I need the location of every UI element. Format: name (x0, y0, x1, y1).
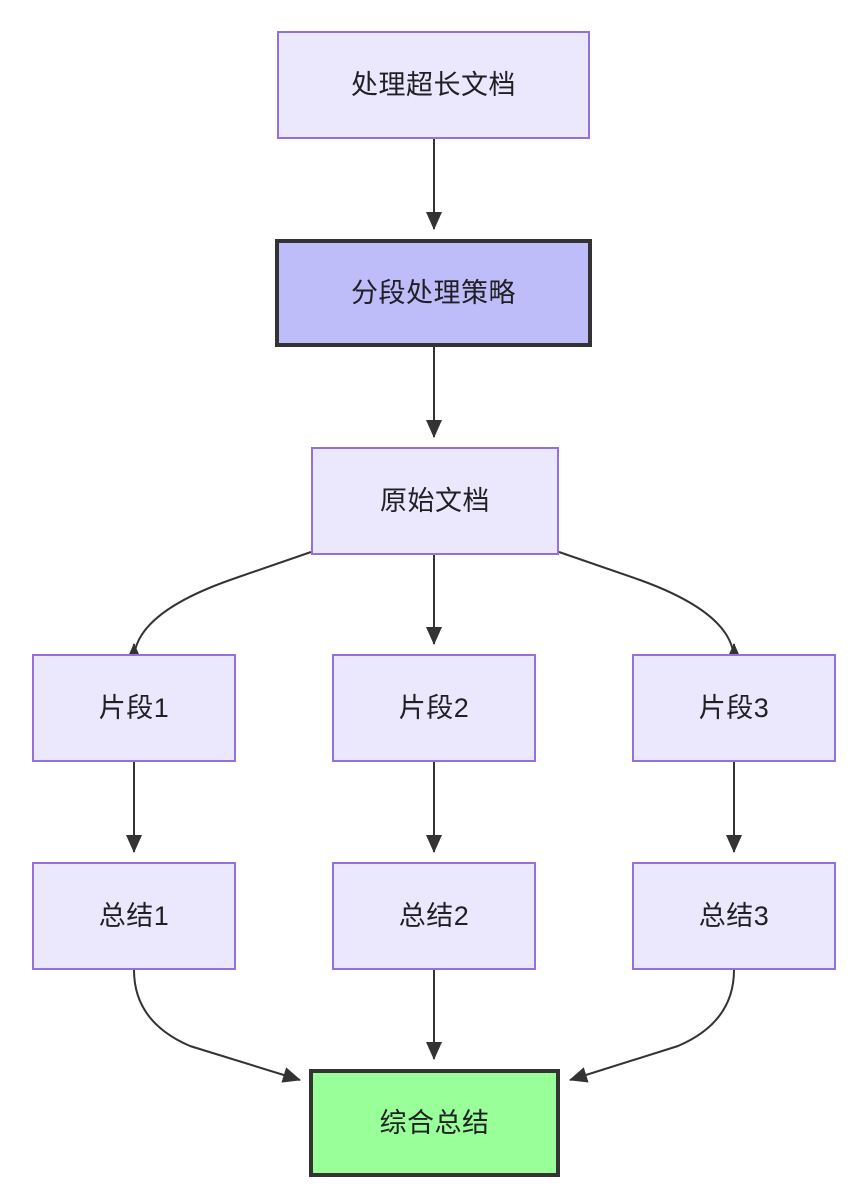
node-chunk-3[interactable]: 片段3 (632, 654, 836, 762)
node-label: 片段2 (398, 692, 470, 723)
node-label: 综合总结 (379, 1107, 490, 1138)
node-chunk-1[interactable]: 片段1 (32, 654, 236, 762)
node-label: 片段1 (98, 692, 170, 723)
node-label: 总结2 (398, 900, 470, 931)
node-chunk-2[interactable]: 片段2 (332, 654, 536, 762)
node-label: 处理超长文档 (351, 69, 516, 100)
node-summary-2[interactable]: 总结2 (332, 862, 536, 970)
node-final-summary[interactable]: 综合总结 (309, 1069, 560, 1177)
node-summary-1[interactable]: 总结1 (32, 862, 236, 970)
node-label: 总结1 (98, 900, 170, 931)
node-label: 片段3 (698, 692, 770, 723)
edge-summary-3-to-final (569, 969, 735, 1083)
node-source-document[interactable]: 原始文档 (311, 447, 559, 555)
node-process-long-document[interactable]: 处理超长文档 (277, 31, 590, 139)
node-label: 原始文档 (380, 485, 490, 516)
edge-source-to-chunk-3 (558, 551, 742, 661)
edge-summary-1-to-final (133, 969, 301, 1083)
edge-source-to-chunk-1 (126, 551, 312, 661)
node-summary-3[interactable]: 总结3 (632, 862, 836, 970)
node-label: 总结3 (698, 900, 770, 931)
node-chunking-strategy[interactable]: 分段处理策略 (275, 239, 592, 347)
node-label: 分段处理策略 (351, 277, 516, 308)
